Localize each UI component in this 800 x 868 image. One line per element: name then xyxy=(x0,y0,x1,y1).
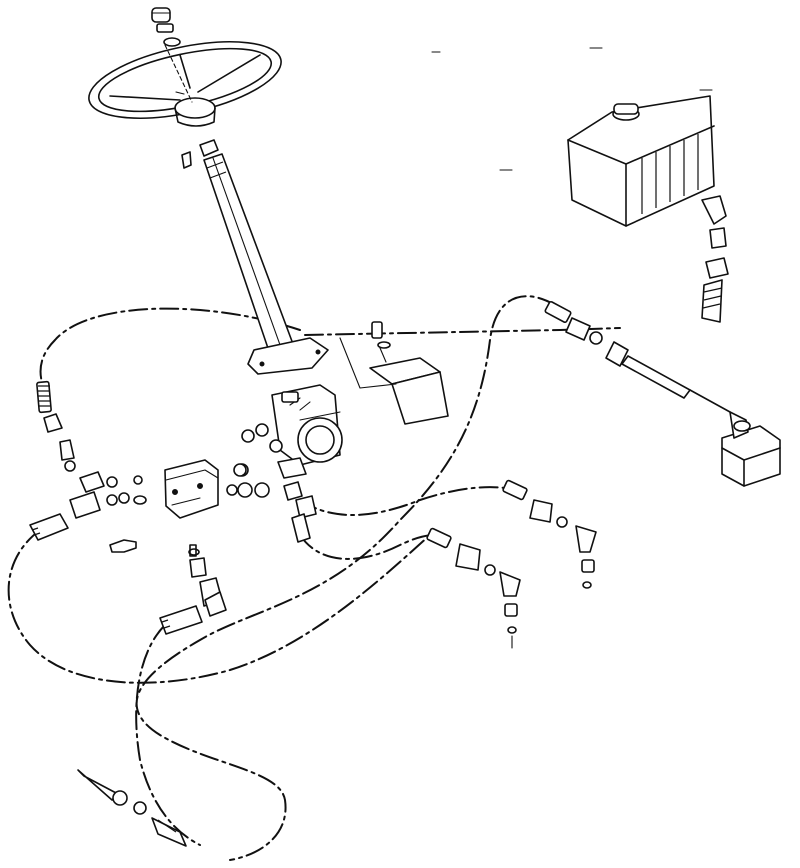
hose-cylinder-right xyxy=(299,486,506,516)
column-icon xyxy=(199,139,329,375)
fitting-icon xyxy=(701,195,729,323)
key-icon xyxy=(181,151,192,169)
fitting-icon xyxy=(226,457,317,543)
fitting-icon xyxy=(159,548,227,635)
hose-bottom-left xyxy=(135,624,201,846)
pump-icon xyxy=(721,411,781,487)
manifold-icon xyxy=(109,459,219,557)
fitting-icon xyxy=(77,769,187,847)
hydraulic-hoses xyxy=(7,295,621,861)
hose-cylinder-mid xyxy=(299,534,436,560)
construction-marks xyxy=(175,47,713,171)
hose-pump-to-valve xyxy=(135,295,556,861)
hose-lower-left-loop xyxy=(7,529,431,684)
valve-icon xyxy=(235,384,343,477)
nut-icon xyxy=(151,7,193,103)
hose-left-loop xyxy=(39,307,301,391)
hose-return-to-tank xyxy=(304,327,621,336)
fitting-icon xyxy=(544,300,731,413)
bracket-icon xyxy=(339,321,449,425)
steering-wheel-icon xyxy=(88,41,282,127)
tank-icon xyxy=(567,95,715,227)
fitting-icon xyxy=(29,380,147,541)
fitting-icon xyxy=(426,479,597,649)
